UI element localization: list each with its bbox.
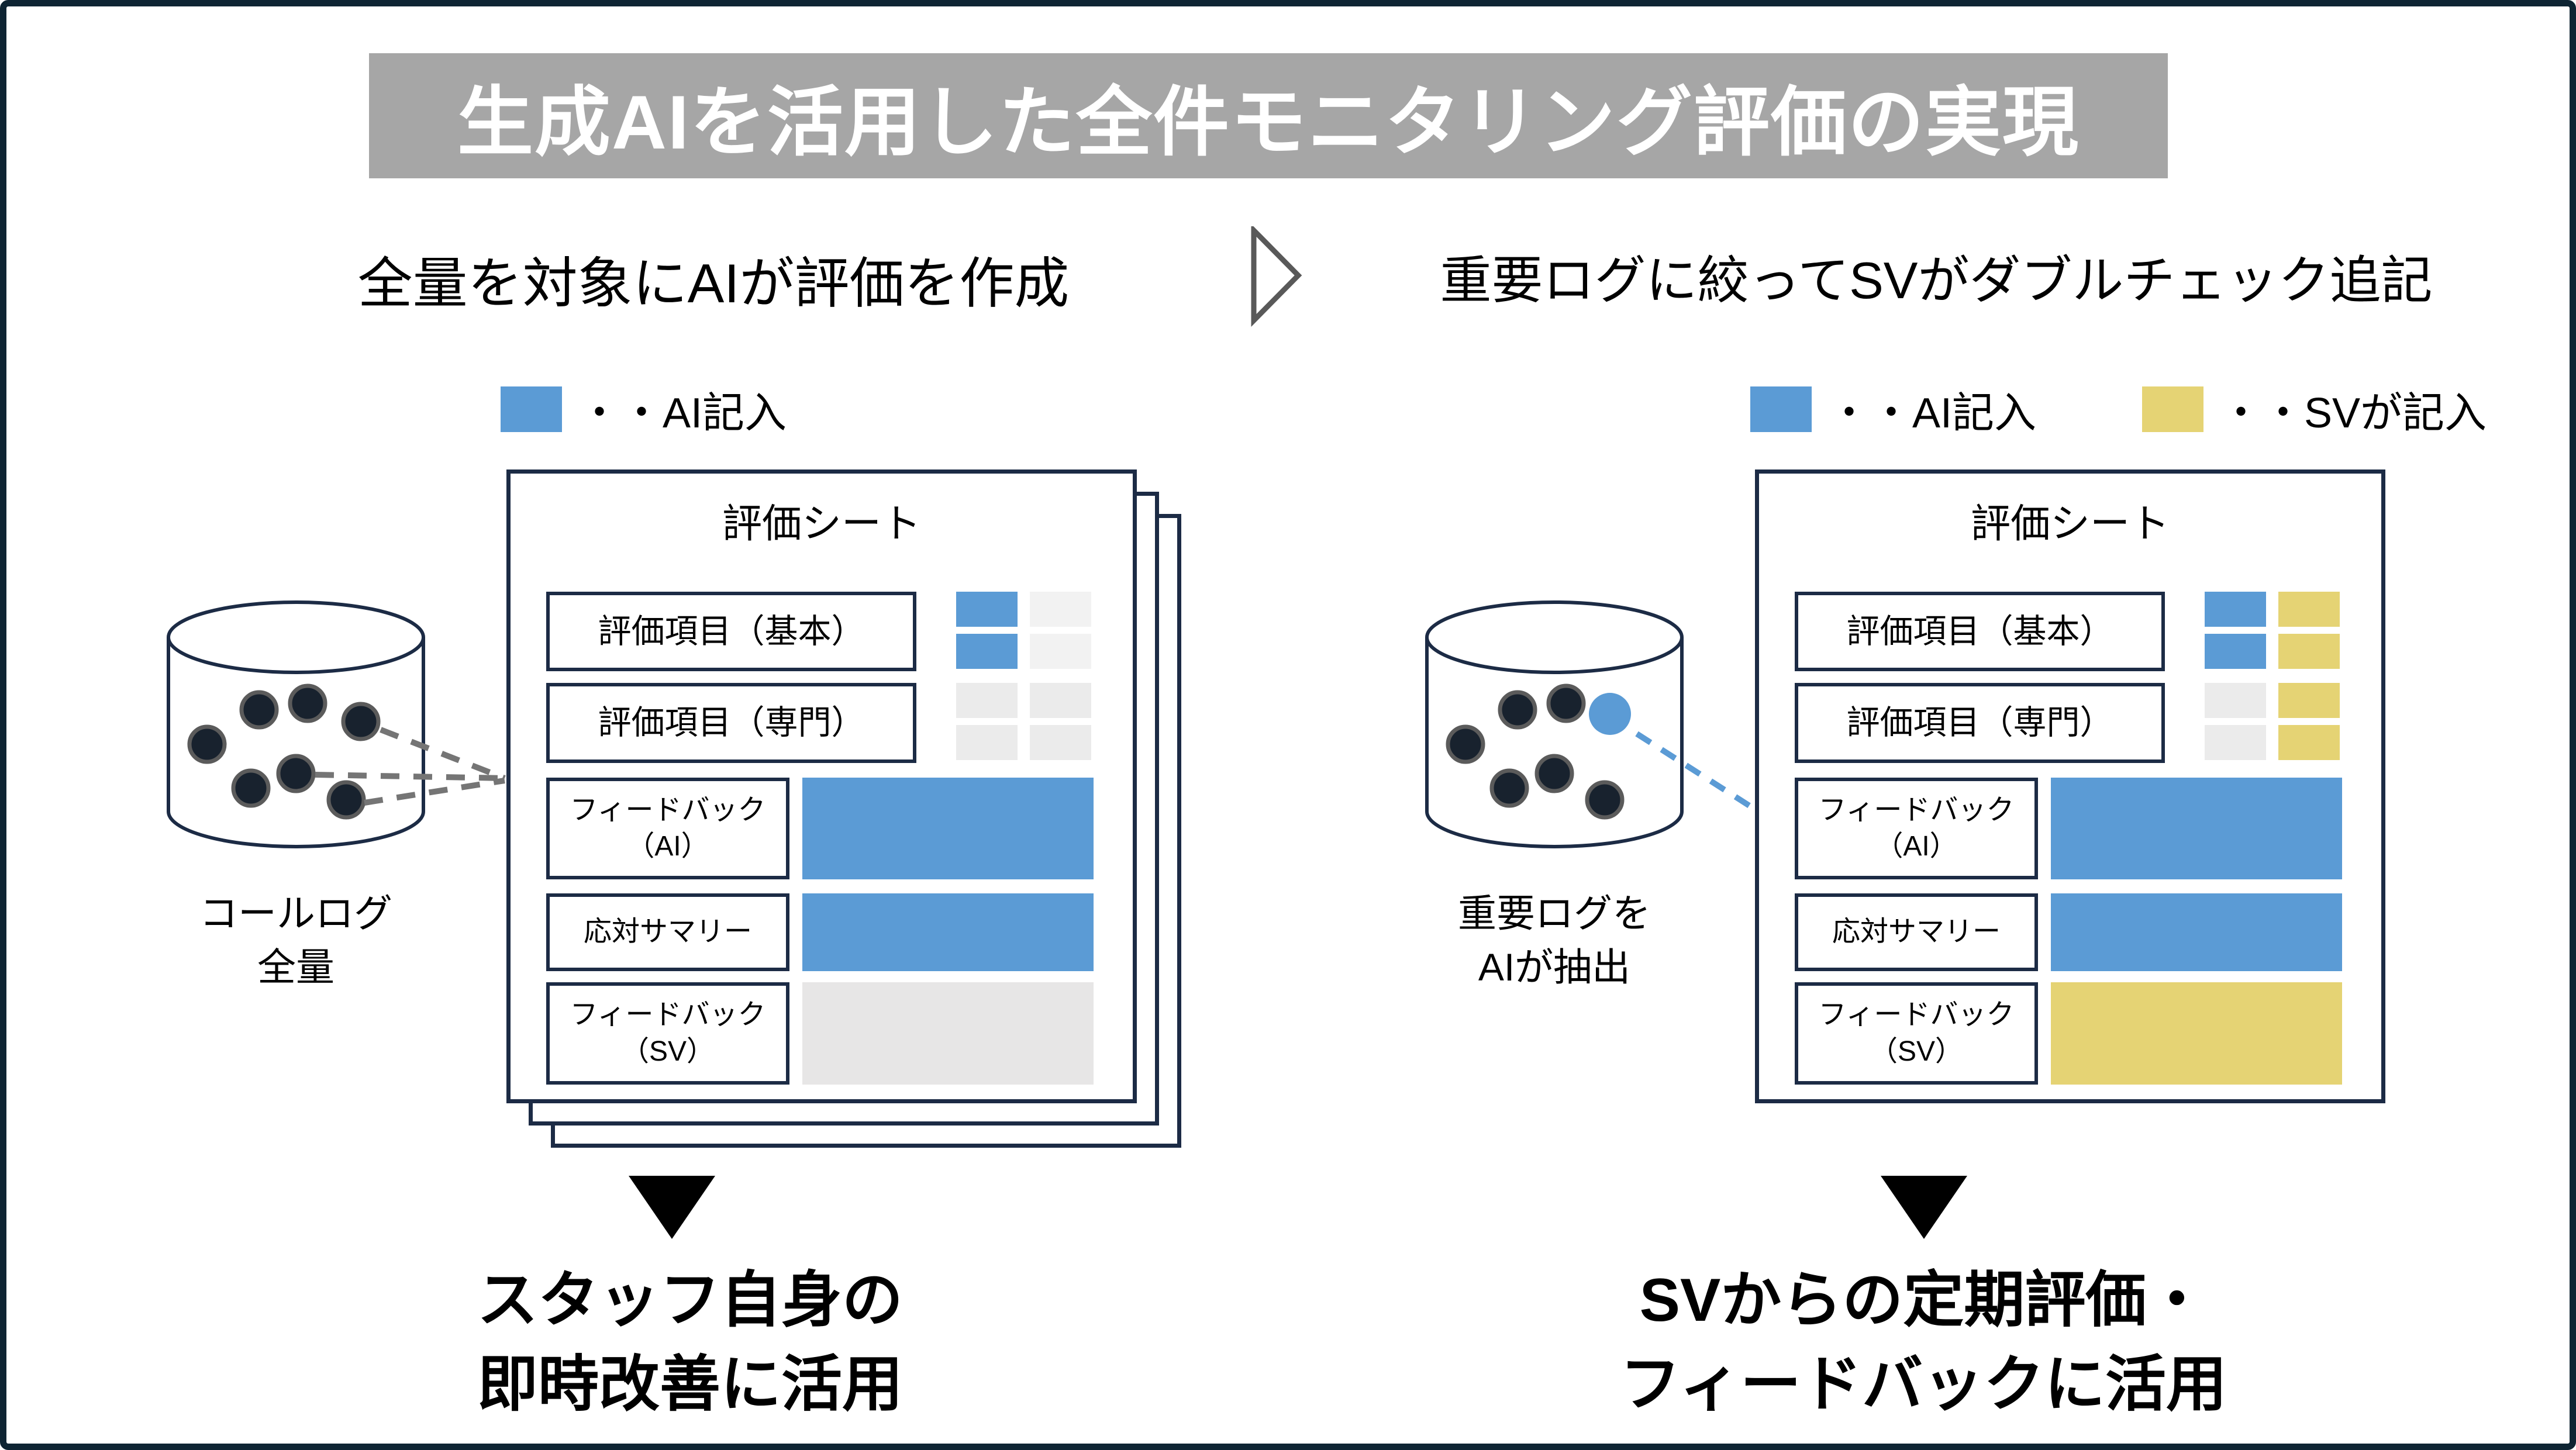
- summary-bar: [2051, 893, 2342, 971]
- row-label-feedback-ai: フィードバック （AI）: [1795, 778, 2038, 879]
- score-cell: [2278, 634, 2340, 669]
- db-label-line1: 重要ログを: [1458, 892, 1651, 935]
- feedback-ai-bar: [2051, 778, 2342, 879]
- score-cell: [2278, 683, 2340, 718]
- down-triangle-icon: [1881, 1176, 1967, 1239]
- score-cell: [2205, 683, 2266, 718]
- row-label-item-expert: 評価項目（専門）: [546, 683, 916, 763]
- legend-ai-left: ・・AI記入: [501, 378, 787, 440]
- database-label-left: コールログ 全量: [158, 886, 433, 995]
- sheet-title: 評価シート: [722, 502, 921, 546]
- db-label-line2: AIが抽出: [1478, 945, 1631, 989]
- score-cell: [2205, 634, 2266, 669]
- sheet-title: 評価シート: [1970, 502, 2170, 546]
- flow-arrow-icon: [1251, 226, 1302, 327]
- evaluation-sheet-right: 評価シート 評価項目（基本） 評価項目（専門） フィードバック （AI） 応対サ…: [1755, 469, 2385, 1103]
- score-cell: [1030, 725, 1091, 760]
- row-label-item-expert: 評価項目（専門）: [1795, 683, 2165, 763]
- result-text-right: SVからの定期評価・ フィードバックに活用: [1620, 1266, 2227, 1418]
- score-cell: [2205, 592, 2266, 627]
- log-dots: [1446, 683, 1625, 820]
- summary-bar: [802, 893, 1094, 971]
- score-cell: [1030, 634, 1091, 669]
- feedback-sv-bar: [2051, 982, 2342, 1085]
- score-cell: [956, 592, 1018, 627]
- extracted-log-dot: [1589, 693, 1631, 735]
- right-column-header: 重要ログに絞ってSVがダブルチェック追記: [1440, 251, 2433, 309]
- row-label-feedback-ai: フィードバック （AI）: [546, 778, 789, 879]
- score-cell: [956, 725, 1018, 760]
- score-cell: [1030, 683, 1091, 718]
- row-label-item-basic: 評価項目（基本）: [1795, 592, 2165, 671]
- database-icon-important-logs: [1425, 600, 1684, 848]
- score-cell: [2278, 592, 2340, 627]
- ai-color-swatch: [501, 386, 562, 432]
- row-label-feedback-sv: フィードバック （SV）: [546, 982, 789, 1085]
- legend-ai-label: ・・AI記入: [1828, 390, 2037, 437]
- score-cell: [2278, 725, 2340, 760]
- result-text-left: スタッフ自身の 即時改善に活用: [477, 1266, 903, 1418]
- left-column-header: 全量を対象にAIが評価を作成: [357, 253, 1070, 314]
- feedback-ai-bar: [802, 778, 1094, 879]
- score-cell: [2205, 725, 2266, 760]
- title-bar: 生成AIを活用した全件モニタリング評価の実現: [369, 53, 2168, 178]
- ai-color-swatch: [1750, 386, 1812, 432]
- sv-color-swatch: [2142, 386, 2203, 432]
- score-cell: [956, 634, 1018, 669]
- database-icon-call-logs: [167, 600, 425, 848]
- row-label-item-basic: 評価項目（基本）: [546, 592, 916, 671]
- legend-ai-label: ・・AI記入: [578, 390, 787, 437]
- score-cell: [956, 683, 1018, 718]
- feedback-sv-bar: [802, 982, 1094, 1085]
- db-label-line2: 全量: [257, 945, 334, 989]
- score-cell: [1030, 592, 1091, 627]
- down-triangle-icon: [629, 1176, 715, 1239]
- legend-sv-label: ・・SVが記入: [2220, 390, 2487, 437]
- legend-ai-right: ・・AI記入: [1750, 378, 2036, 440]
- db-label-line1: コールログ: [199, 892, 392, 935]
- row-label-feedback-sv: フィードバック （SV）: [1795, 982, 2038, 1085]
- legend-sv-right: ・・SVが記入: [2142, 378, 2487, 440]
- row-label-summary: 応対サマリー: [546, 893, 789, 971]
- log-dots: [187, 683, 381, 820]
- database-label-right: 重要ログを AIが抽出: [1417, 886, 1692, 995]
- row-label-summary: 応対サマリー: [1795, 893, 2038, 971]
- evaluation-sheet-left: 評価シート 評価項目（基本） 評価項目（専門） フィードバック （AI） 応対サ…: [506, 469, 1137, 1103]
- page-title: 生成AIを活用した全件モニタリング評価の実現: [457, 80, 2080, 165]
